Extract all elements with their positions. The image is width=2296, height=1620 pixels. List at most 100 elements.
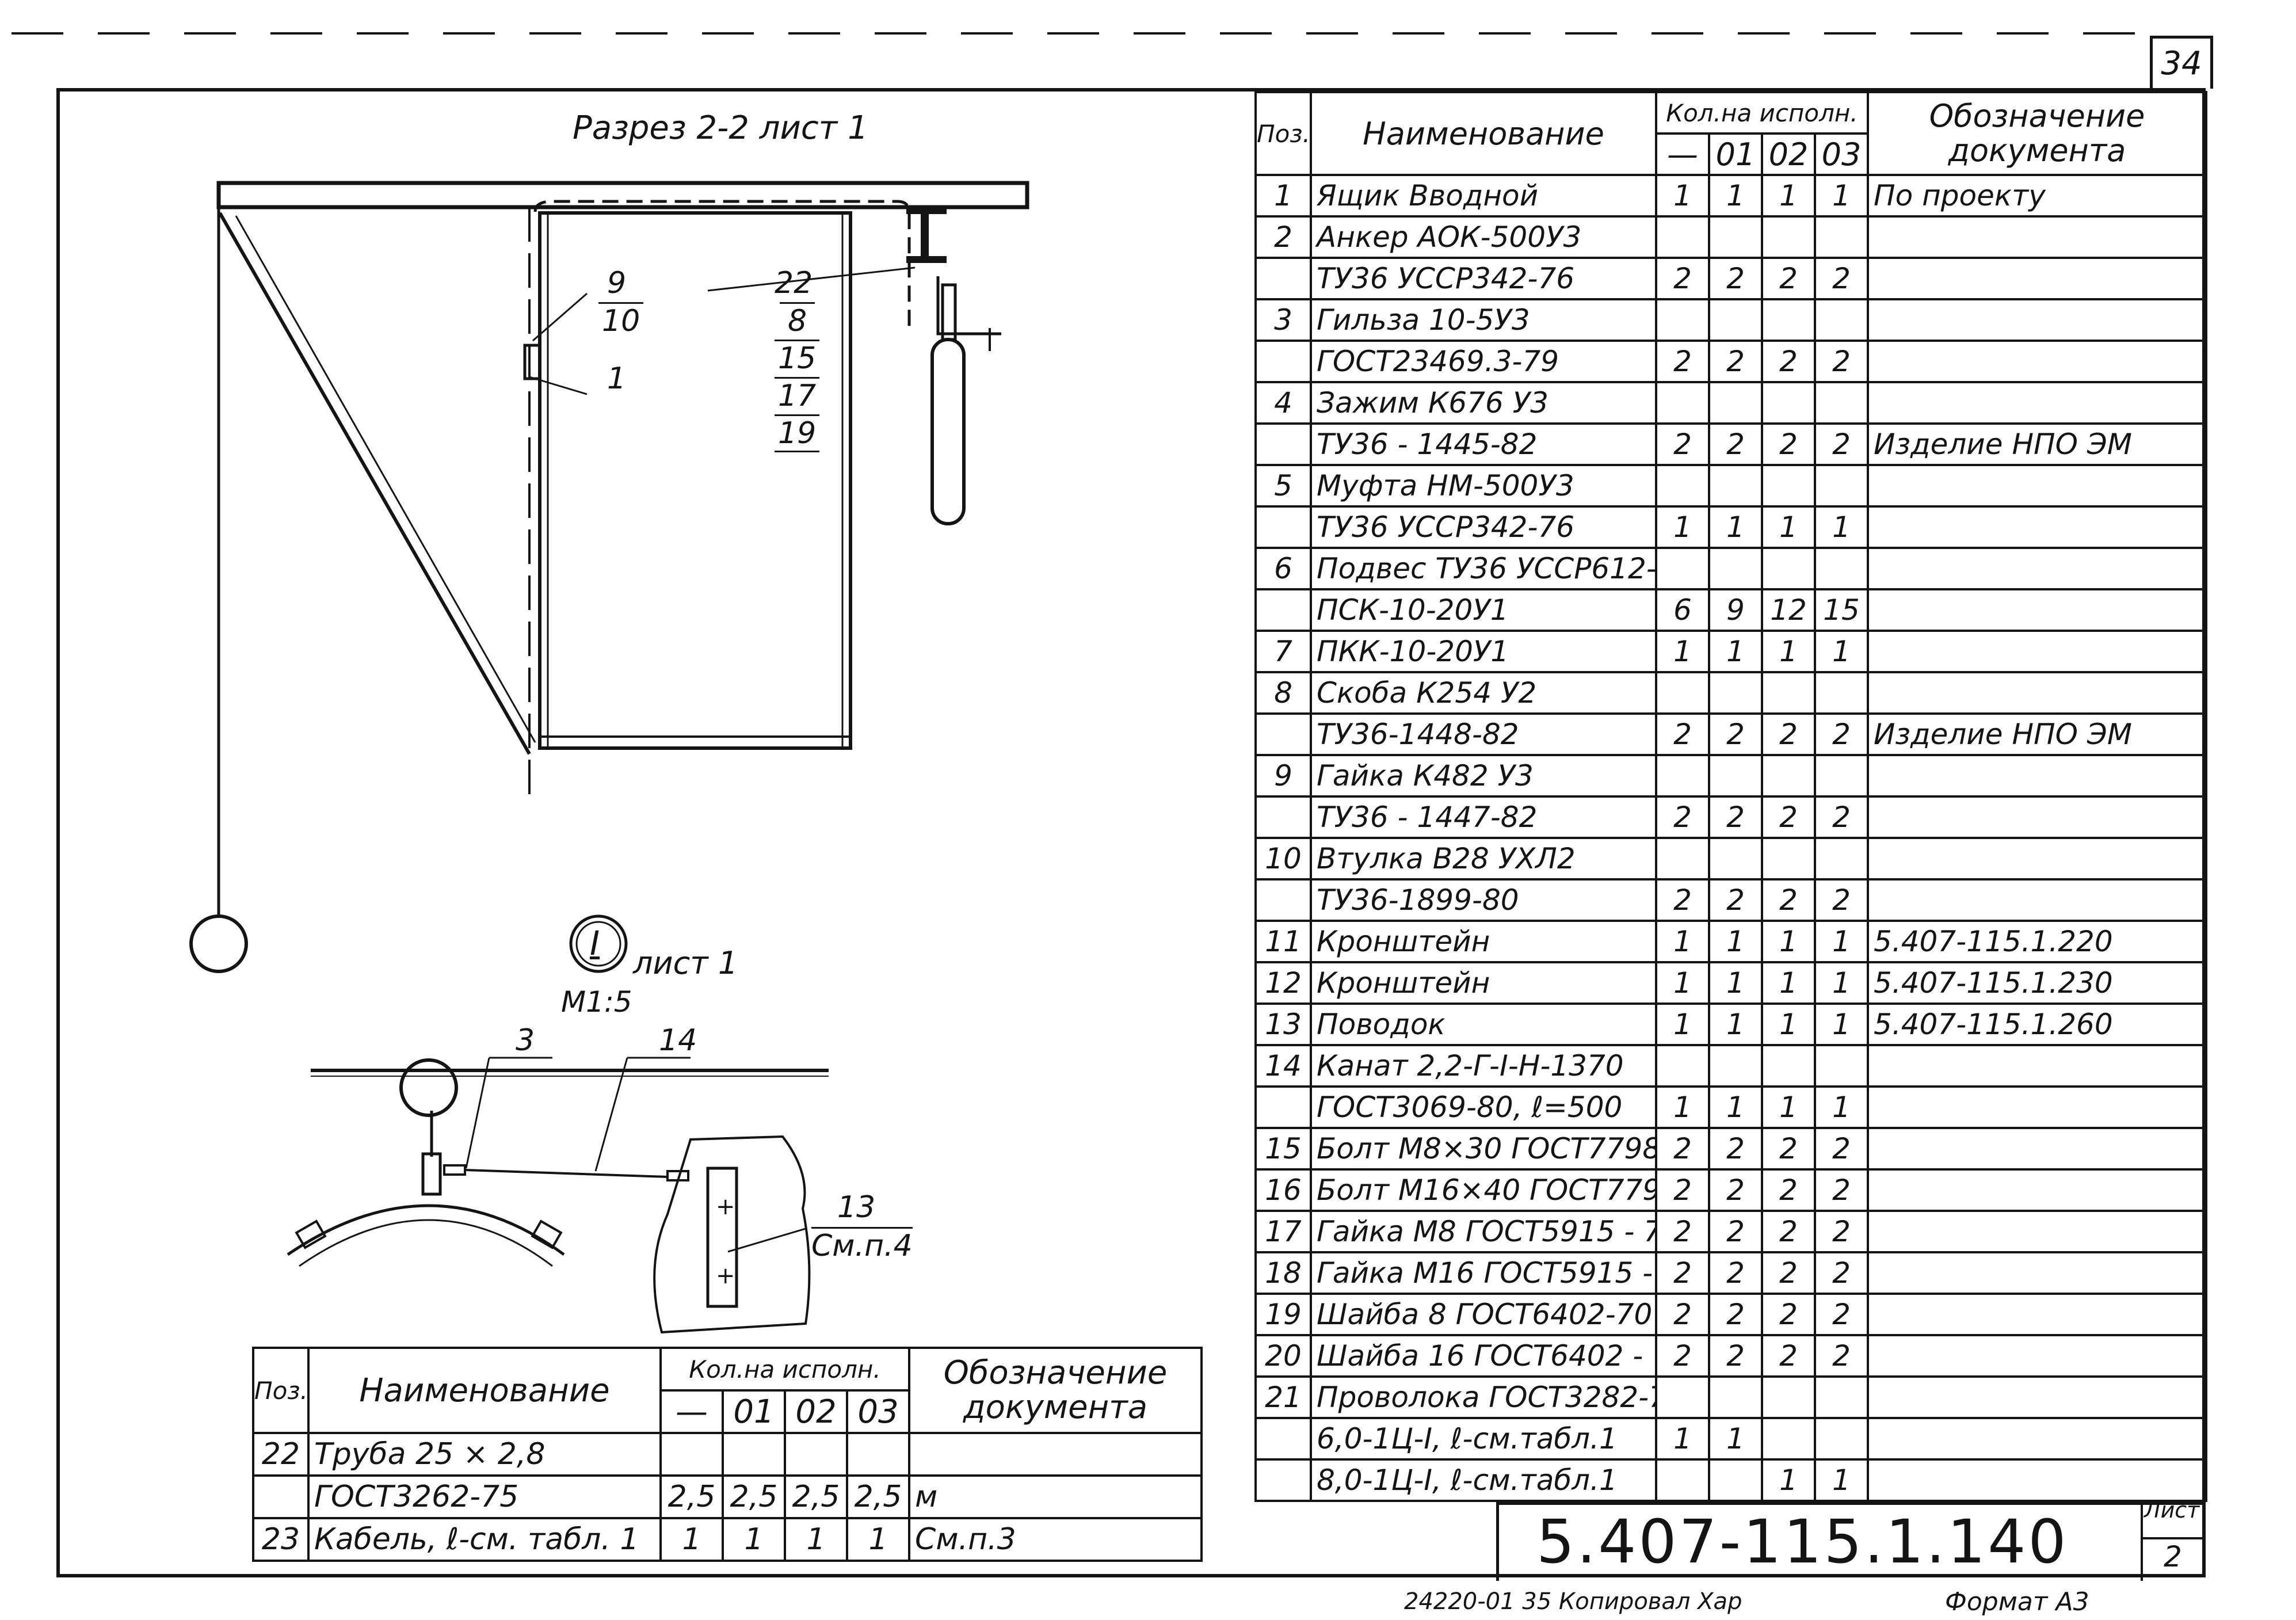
row-pos: 8	[1254, 671, 1312, 715]
row-doc	[1867, 671, 2208, 715]
sheet-number: 34	[2150, 36, 2213, 89]
row-qty: 2	[1761, 340, 1816, 383]
row-qty	[1761, 1375, 1816, 1419]
row-qty	[1708, 464, 1763, 508]
row-doc	[1867, 1168, 2208, 1212]
row-qty: 2	[1655, 1334, 1710, 1378]
row-name: Гильза 10-5У3	[1310, 298, 1657, 342]
row-pos: 22	[252, 1432, 310, 1477]
row-qty: 1	[1708, 961, 1763, 1005]
row-doc	[1867, 1375, 2208, 1419]
callout-19: 19	[775, 414, 820, 452]
row-qty: 2	[1813, 257, 1870, 300]
row-name: Проволока ГОСТ3282-74	[1310, 1375, 1657, 1419]
row-qty: 1	[1761, 505, 1816, 549]
row-name: Болт М8×30 ГОСТ7798-70	[1310, 1127, 1657, 1171]
row-doc	[1867, 630, 2208, 673]
row-qty: 1	[1813, 174, 1870, 218]
row-qty: 2	[1761, 257, 1816, 300]
row-name: Шайба 8 ГОСТ6402-70	[1310, 1293, 1657, 1336]
row-doc	[1867, 1334, 2208, 1378]
row-pos	[1254, 1085, 1312, 1129]
row-qty: 1	[1761, 630, 1816, 673]
row-qty: 2	[1708, 795, 1763, 839]
main-header-doc: Обозначение документа	[1867, 91, 2208, 176]
title-block	[1496, 1502, 2205, 1581]
row-qty: 2	[1761, 878, 1816, 922]
row-pos: 20	[1254, 1334, 1312, 1378]
row-qty: 1	[1708, 1003, 1763, 1046]
row-qty	[1708, 1458, 1763, 1502]
row-name: Кронштейн	[1310, 920, 1657, 963]
row-qty: 1	[1813, 1085, 1870, 1129]
row-qty	[722, 1432, 786, 1477]
row-pos: 18	[1254, 1251, 1312, 1295]
row-name: ГОСТ23469.3-79	[1310, 340, 1657, 383]
row-pos: 1	[1254, 174, 1312, 218]
row-qty: 2,5	[845, 1474, 911, 1519]
sub-header-variant: 01	[722, 1389, 786, 1434]
main-header-name: Наименование	[1310, 91, 1657, 176]
sub-header-qty: Кол.на исполн.	[659, 1347, 911, 1392]
row-qty: 1	[1655, 920, 1710, 963]
row-doc	[1867, 837, 2208, 880]
row-doc: 5.407-115.1.230	[1867, 961, 2208, 1005]
row-qty	[1761, 837, 1816, 880]
row-qty: 2	[1761, 1168, 1816, 1212]
row-doc	[1867, 464, 2208, 508]
row-qty	[845, 1432, 911, 1477]
row-name: ТУ36 - 1445-82	[1310, 422, 1657, 466]
top-dashed-line	[12, 32, 2146, 35]
row-name: 6,0-1Ц-I, ℓ-см.табл.1	[1310, 1417, 1657, 1461]
row-qty: 2	[1813, 1210, 1870, 1253]
row-qty: 2	[1708, 712, 1763, 756]
row-qty	[1761, 215, 1816, 259]
row-qty: 2	[1708, 1293, 1763, 1336]
row-pos	[1254, 422, 1312, 466]
sub-header-variant: 02	[784, 1389, 848, 1434]
row-pos	[1254, 1458, 1312, 1502]
row-qty: 2	[1655, 878, 1710, 922]
format-note: Формат А3	[1945, 1587, 2089, 1617]
row-qty	[1761, 754, 1816, 798]
row-qty: 1	[1761, 1003, 1816, 1046]
row-doc: 5.407-115.1.220	[1867, 920, 2208, 963]
row-qty	[1813, 381, 1870, 425]
row-pos: 6	[1254, 547, 1312, 590]
row-pos	[252, 1474, 310, 1519]
row-qty	[1761, 547, 1816, 590]
main-header-variant: 02	[1761, 132, 1816, 176]
detail-callout-14: 14	[659, 1023, 697, 1058]
row-qty: 2	[1761, 712, 1816, 756]
row-pos: 13	[1254, 1003, 1312, 1046]
row-qty	[1761, 298, 1816, 342]
main-header-qty: Кол.на исполн.	[1654, 91, 1870, 135]
row-name: Муфта НМ-500У3	[1310, 464, 1657, 508]
row-doc	[1867, 1044, 2208, 1088]
row-qty: 2	[1761, 422, 1816, 466]
document-code: 5.407-115.1.140	[1536, 1507, 2069, 1577]
row-qty	[1655, 754, 1710, 798]
row-qty: 2	[1708, 257, 1763, 300]
svg-text:+: +	[716, 1263, 735, 1289]
row-pos: 16	[1254, 1168, 1312, 1212]
detail-note: См.п.4	[811, 1227, 913, 1263]
row-qty	[1761, 464, 1816, 508]
section-2-2-drawing	[189, 181, 1029, 973]
row-qty: 1	[1761, 961, 1816, 1005]
row-qty: 2,5	[722, 1474, 786, 1519]
